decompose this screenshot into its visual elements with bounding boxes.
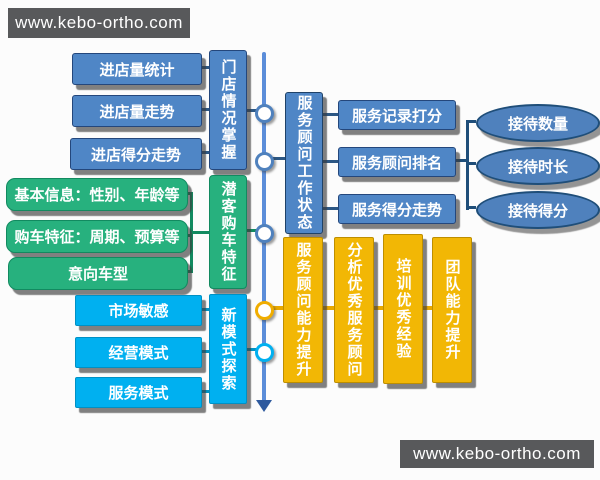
connector-store-item2 — [200, 108, 209, 111]
team-improvement-label: 团队能力提升 — [443, 259, 461, 361]
connector-newmode-item3 — [200, 390, 209, 393]
junction-circle-new-mode — [255, 343, 274, 362]
reception-score-ellipse: 接待得分 — [476, 191, 600, 229]
connector-newmode-item1 — [200, 308, 209, 311]
advisor-status-summary-box: 服务顾问工作状态 — [285, 92, 323, 234]
junction-circle-advisor-status — [255, 152, 274, 171]
advisor-ranking-box: 服务顾问排名 — [338, 147, 456, 177]
connector-reception-score — [466, 206, 476, 209]
connector-newmode-timeline — [245, 348, 258, 351]
store-visits-trend-box: 进店量走势 — [72, 95, 202, 127]
reception-count-ellipse: 接待数量 — [476, 104, 600, 142]
connector-prospect-item1 — [186, 192, 192, 195]
intended-model-box: 意向车型 — [8, 257, 188, 290]
store-score-trend-box: 进店得分走势 — [70, 138, 202, 170]
connector-store-timeline — [245, 109, 258, 112]
connector-reception-count — [466, 120, 476, 123]
basic-info-box: 基本信息：性别、年龄等 — [6, 178, 188, 211]
reception-duration-ellipse: 接待时长 — [476, 147, 600, 185]
new-mode-summary-label: 新模式探索 — [219, 306, 237, 392]
store-visits-count-box: 进店量统计 — [72, 53, 202, 85]
store-overview-summary-label: 门店情况掌握 — [219, 59, 237, 161]
connector-ranking-bracket — [454, 159, 466, 162]
watermark-top: www.kebo-ortho.com — [8, 8, 190, 38]
connector-timeline-advisor-status — [270, 157, 285, 160]
connector-status-record — [321, 113, 338, 116]
connector-status-ranking — [321, 160, 338, 163]
analyze-top-advisors-box: 分析优秀服务顾问 — [334, 237, 374, 383]
arrow-down-icon — [256, 400, 272, 412]
junction-circle-prospect — [255, 224, 274, 243]
connector-reception-duration — [466, 162, 476, 165]
junction-circle-improvement — [255, 301, 274, 320]
connector-prospect-item3 — [186, 270, 192, 273]
service-record-score-box: 服务记录打分 — [338, 100, 456, 130]
connector-prospect-timeline — [245, 229, 258, 232]
team-improvement-box: 团队能力提升 — [432, 237, 472, 383]
operation-mode-box: 经营模式 — [75, 337, 202, 368]
connector-store-item1 — [200, 66, 209, 69]
connector-newmode-item2 — [200, 350, 209, 353]
analyze-top-advisors-label: 分析优秀服务顾问 — [345, 242, 363, 378]
bracket-reception-vertical — [466, 120, 469, 210]
advisor-improvement-box: 服务顾问能力提升 — [283, 237, 323, 383]
prospect-traits-summary-label: 潜客购车特征 — [219, 181, 237, 283]
prospect-traits-summary-box: 潜客购车特征 — [209, 175, 247, 289]
market-sense-box: 市场敏感 — [75, 295, 202, 326]
connector-store-item3 — [200, 151, 209, 154]
connector-bracket-prospect-summary — [191, 231, 209, 234]
advisor-status-summary-label: 服务顾问工作状态 — [295, 95, 313, 231]
train-best-practice-label: 培训优秀经验 — [394, 258, 412, 360]
service-mode-box: 服务模式 — [75, 377, 202, 408]
advisor-improvement-label: 服务顾问能力提升 — [294, 242, 312, 378]
new-mode-summary-box: 新模式探索 — [209, 294, 247, 404]
connector-status-trend — [321, 207, 338, 210]
junction-circle-store — [255, 104, 274, 123]
purchase-traits-box: 购车特征：周期、预算等 — [6, 220, 188, 253]
watermark-bottom: www.kebo-ortho.com — [400, 440, 594, 468]
store-overview-summary-box: 门店情况掌握 — [209, 50, 247, 170]
service-score-trend-box: 服务得分走势 — [338, 194, 456, 224]
connector-prospect-item2 — [186, 234, 192, 237]
train-best-practice-box: 培训优秀经验 — [383, 234, 423, 384]
